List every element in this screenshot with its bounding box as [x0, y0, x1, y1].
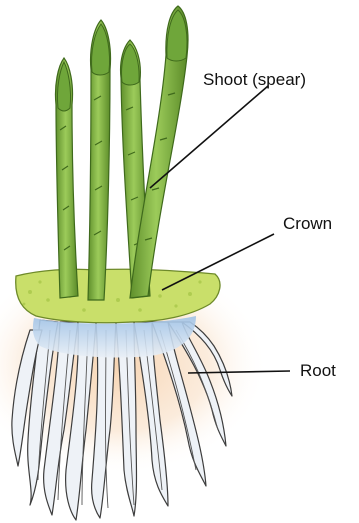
label-crown: Crown	[283, 214, 332, 233]
spear-1	[55, 58, 78, 298]
label-shoot: Shoot (spear)	[203, 70, 306, 89]
label-root: Root	[300, 361, 336, 380]
